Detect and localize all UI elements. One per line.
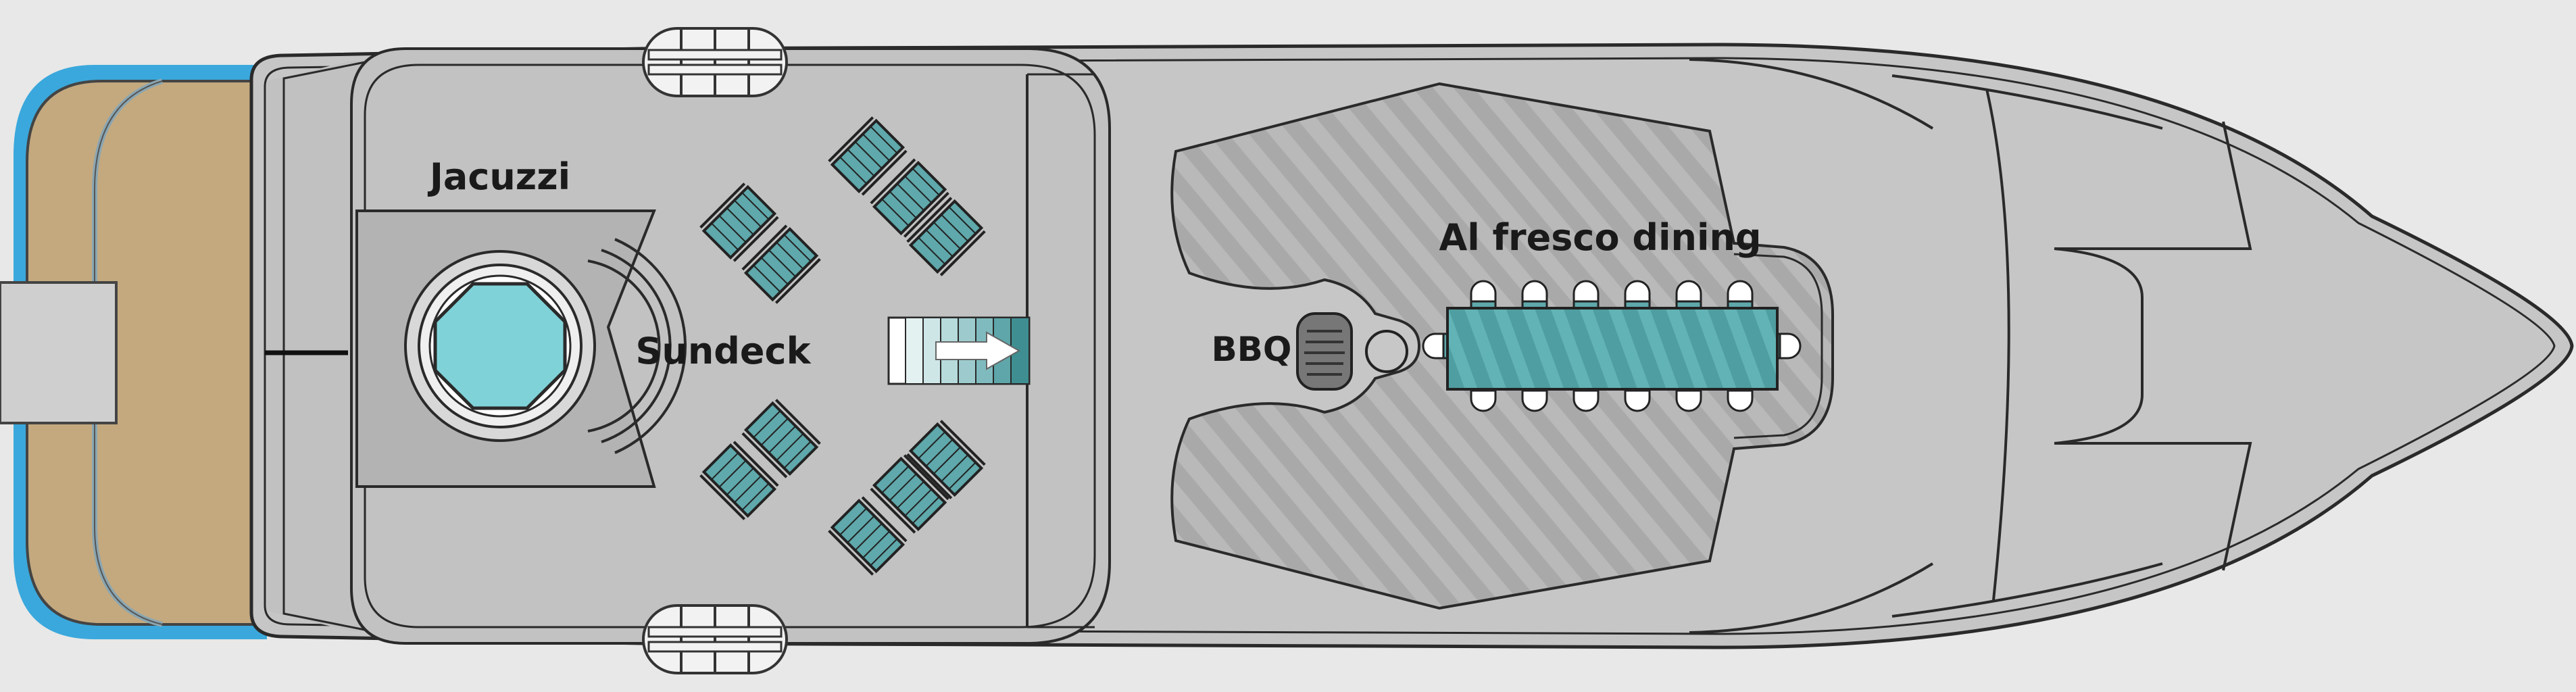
fender-icon (642, 27, 788, 97)
staircase (887, 316, 1031, 385)
jacuzzi (355, 209, 687, 488)
jacuzzi-icon (433, 282, 567, 410)
staircase-arrow-icon (935, 331, 1021, 370)
swim-platform (0, 65, 267, 639)
jacuzzi-label: Jacuzzi (427, 155, 570, 198)
dining-label: Al fresco dining (1439, 216, 1761, 259)
transom-box (0, 281, 118, 424)
fender-icon (642, 604, 788, 674)
bbq-grill-icon (1296, 312, 1408, 391)
bbq-label: BBQ (1212, 330, 1292, 369)
sundeck-label: Sundeck (636, 330, 812, 372)
bow-lines (1689, 58, 2252, 634)
dining-table-icon (1422, 280, 1802, 412)
hull-inner-line (264, 57, 2556, 635)
